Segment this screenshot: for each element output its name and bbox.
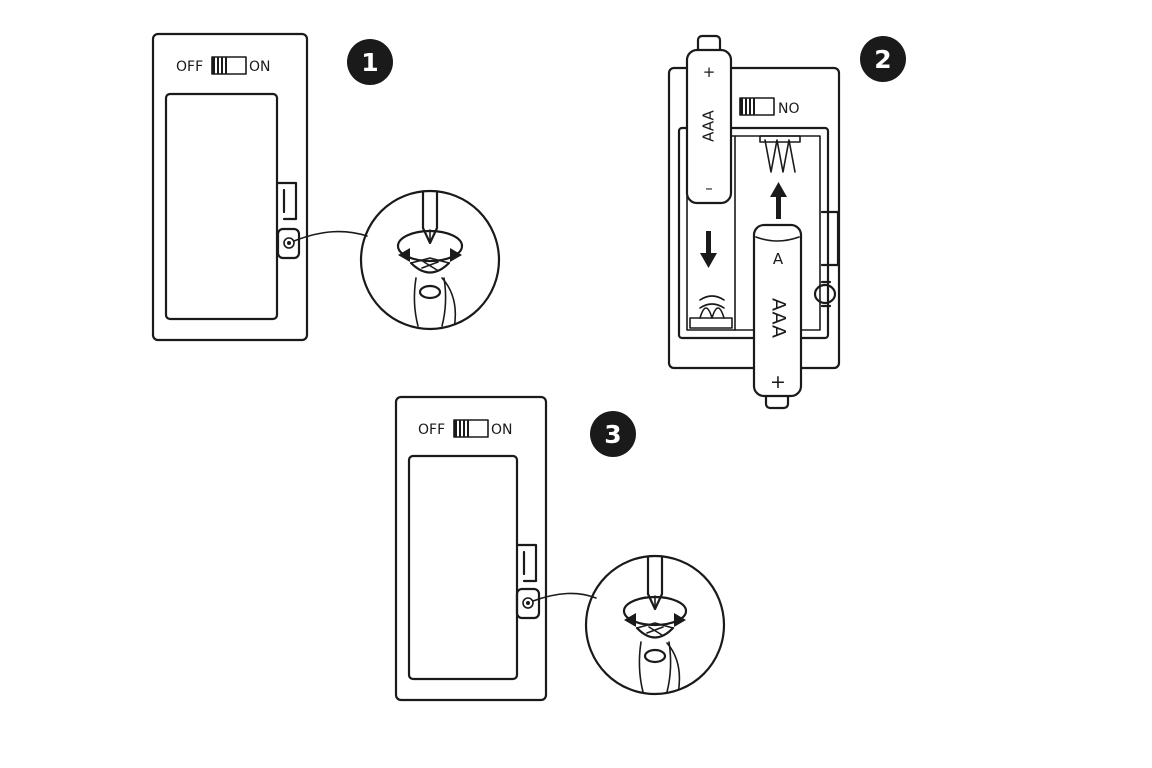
rotate-arrow-right-icon (674, 613, 686, 627)
toggle-switch-icon (453, 419, 489, 438)
aaa-battery-top: + AAA – (685, 34, 733, 205)
toggle-switch-icon (739, 97, 775, 116)
battery-plus-sign: + (703, 63, 716, 81)
toggle-switch-icon (211, 56, 247, 75)
battery-type-label: AAA (700, 109, 718, 141)
step-1-panel: OFF ON (151, 32, 368, 342)
battery-letter: A (773, 250, 784, 268)
arrow-down-icon (700, 231, 717, 268)
switch-label: NO (778, 101, 800, 117)
rotate-arrow-right-icon (450, 248, 462, 262)
battery-type-label: AAA (768, 298, 790, 338)
step-2-number-badge: 2 (860, 36, 906, 82)
compartment-tab (820, 210, 840, 267)
aaa-battery-bottom: A AAA + (752, 223, 803, 410)
switch-on-label: ON (249, 59, 271, 75)
battery-cover (164, 92, 279, 321)
step-2-number: 2 (874, 45, 891, 74)
cover-tab (516, 543, 538, 583)
switch-on-label: ON (491, 422, 513, 438)
step-3-panel: OFF ON (394, 395, 597, 702)
cover-tab (276, 181, 298, 221)
battery-cover (407, 454, 519, 681)
screwdriver-callout-3 (584, 554, 726, 696)
switch-off-label: OFF (418, 422, 445, 438)
arrow-up-icon (770, 182, 787, 219)
battery-minus-sign: – (705, 179, 713, 197)
step-1-number: 1 (361, 48, 378, 77)
callout-leader (532, 592, 597, 602)
switch-off-label: OFF (176, 59, 203, 75)
screw-hole (813, 283, 837, 305)
screw-boss (515, 587, 541, 620)
step-3-number: 3 (604, 420, 621, 449)
rotate-arrow-left-icon (624, 613, 636, 627)
rotate-arrow-left-icon (398, 248, 410, 262)
callout-leader (293, 230, 368, 242)
step-1-number-badge: 1 (347, 39, 393, 85)
screw-boss (276, 227, 301, 260)
battery-plus-sign: + (770, 371, 786, 393)
step-3-number-badge: 3 (590, 411, 636, 457)
screwdriver-callout-1 (359, 189, 501, 331)
step-2-panel: NO + AAA – A AAA + (667, 34, 841, 410)
